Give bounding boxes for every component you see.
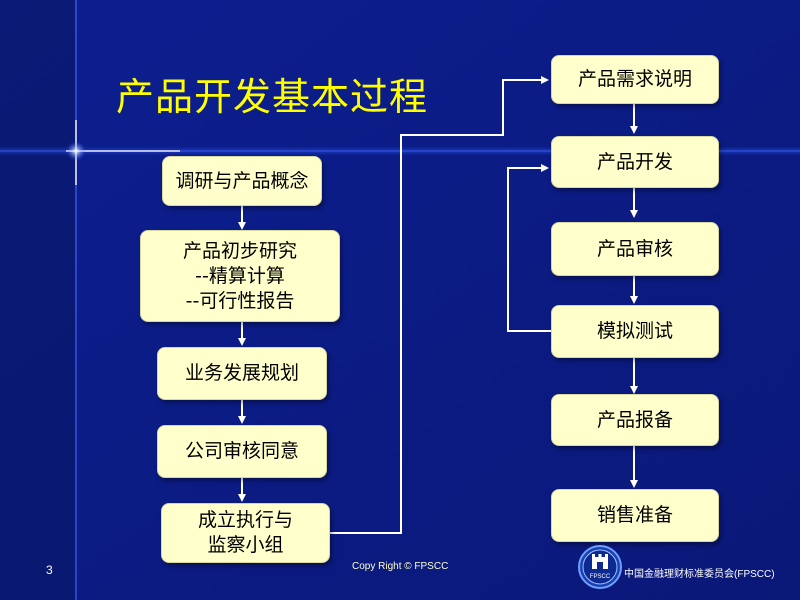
left-step-1-text: 调研与产品概念 [175, 169, 309, 192]
right-step-1-text: 产品需求说明 [577, 68, 692, 90]
left-step-3-text: 业务发展规划 [184, 362, 299, 384]
page-number: 3 [46, 563, 53, 577]
right-step-6-text: 销售准备 [596, 504, 673, 526]
feedback-loop-arrow [507, 164, 551, 332]
organization-text: 中国金融理财标准委员会(FPSCC) [624, 569, 775, 580]
arrow-left-to-right [330, 76, 549, 534]
left-step-3: 业务发展规划 [157, 347, 327, 400]
copyright-text: Copy Right © FPSCC [352, 561, 449, 572]
logo-text: FPSCC [590, 574, 611, 580]
right-step-4-text: 模拟测试 [596, 320, 673, 342]
left-step-4-text: 公司审核同意 [184, 440, 299, 462]
right-step-6: 销售准备 [551, 489, 719, 542]
left-step-5: 成立执行与 监察小组 [161, 503, 330, 563]
right-step-2: 产品开发 [551, 136, 719, 188]
right-step-3-text: 产品审核 [596, 237, 673, 260]
left-step-2-line-1: 产品初步研究 [182, 239, 297, 262]
left-step-2: 产品初步研究 --精算计算 --可行性报告 [140, 230, 340, 322]
left-step-1: 调研与产品概念 [162, 156, 322, 206]
right-step-3: 产品审核 [551, 222, 719, 276]
right-step-5-text: 产品报备 [596, 408, 673, 431]
right-step-5: 产品报备 [551, 394, 719, 446]
left-step-4: 公司审核同意 [157, 425, 327, 478]
left-step-5-line-2: 监察小组 [207, 534, 284, 556]
left-step-2-line-2: --精算计算 [195, 264, 285, 287]
right-step-2-text: 产品开发 [596, 150, 673, 173]
left-step-2-line-3: --可行性报告 [185, 289, 295, 312]
right-step-4: 模拟测试 [551, 305, 719, 358]
slide-title: 产品开发基本过程 [116, 75, 429, 119]
right-step-1: 产品需求说明 [551, 55, 719, 104]
fpscc-logo-icon: FPSCC [578, 545, 622, 589]
left-step-5-line-1: 成立执行与 [197, 509, 293, 531]
